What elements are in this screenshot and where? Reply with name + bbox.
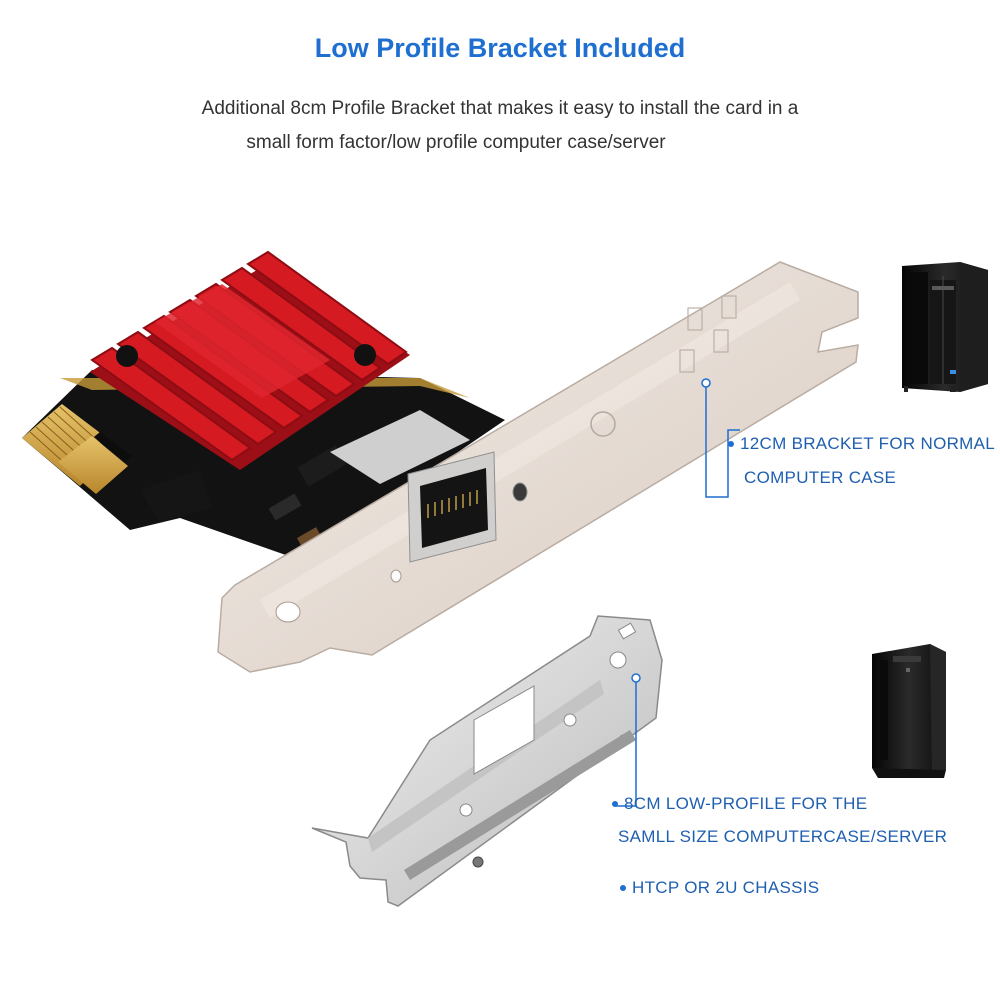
description: Additional 8cm Profile Bracket that make… — [0, 92, 1000, 160]
tower-case-icon — [902, 262, 988, 392]
pcie-gold-fingers — [22, 404, 132, 494]
rj45-port — [407, 451, 497, 563]
callout-bullet-low-profile — [612, 801, 618, 807]
callout-low-profile-line-1: 8CM LOW-PROFILE FOR THE — [624, 794, 868, 813]
callout-bullet-chassis — [620, 885, 626, 891]
callout-full-height-line-1: 12CM BRACKET FOR NORMAL — [740, 434, 996, 453]
callout-line-full-height — [705, 383, 740, 498]
network-card — [22, 250, 505, 560]
callout-full-height-line-2: COMPUTER CASE — [744, 468, 897, 487]
callout-low-profile-line-3: HTCP OR 2U CHASSIS — [632, 878, 820, 897]
description-line-2: small form factor/low profile computer c… — [246, 132, 666, 153]
heatsink — [90, 250, 410, 470]
callout-bullet-full-height — [728, 441, 734, 447]
low-profile-bracket — [311, 615, 663, 907]
description-line-1: Additional 8cm Profile Bracket that make… — [201, 98, 799, 119]
full-height-bracket — [217, 261, 859, 673]
slim-case-icon — [872, 644, 946, 778]
page-title: Low Profile Bracket Included — [314, 33, 686, 63]
callout-low-profile-line-2: SAMLL SIZE COMPUTERCASE/SERVER — [618, 827, 948, 846]
